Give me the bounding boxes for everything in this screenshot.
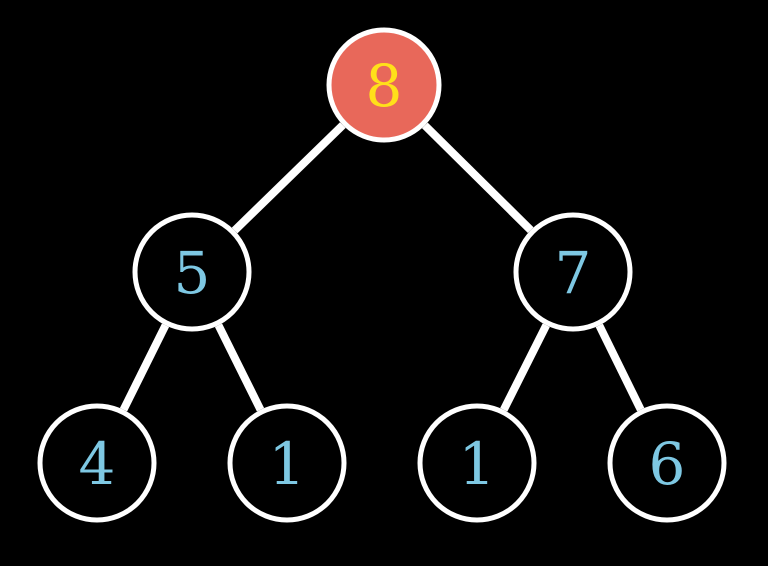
tree-node-1-left-circle[interactable]: [227, 403, 347, 523]
tree-node-1-right-circle[interactable]: [417, 403, 537, 523]
tree-node-layer: 8 5 7 4 1 1 6: [37, 27, 727, 523]
tree-edge-7-6: [595, 323, 645, 412]
tree-node-7-circle[interactable]: [513, 212, 633, 332]
tree-node-6[interactable]: 6: [607, 403, 727, 523]
tree-node-5-circle[interactable]: [132, 212, 252, 332]
tree-edge-layer: [119, 122, 645, 412]
tree-node-5[interactable]: 5: [132, 212, 252, 332]
tree-node-7-label: 7: [555, 239, 592, 307]
tree-edge-5-4: [119, 323, 170, 412]
tree-node-1-right-label: 1: [459, 430, 496, 498]
tree-node-4[interactable]: 4: [37, 403, 157, 523]
tree-edge-8-5: [231, 122, 346, 234]
tree-node-1-right[interactable]: 1: [417, 403, 537, 523]
tree-node-6-label: 6: [649, 430, 686, 498]
tree-node-7[interactable]: 7: [513, 212, 633, 332]
tree-node-5-label: 5: [174, 239, 211, 307]
tree-edge-7-1: [500, 323, 550, 412]
tree-edge-8-7: [422, 122, 534, 233]
tree-node-4-label: 4: [79, 430, 116, 498]
tree-node-6-circle[interactable]: [607, 403, 727, 523]
tree-node-8-root-label: 8: [366, 52, 403, 120]
tree-node-8-root-circle[interactable]: [326, 27, 442, 143]
tree-node-4-circle[interactable]: [37, 403, 157, 523]
tree-node-1-left-label: 1: [269, 430, 306, 498]
tree-node-1-left[interactable]: 1: [227, 403, 347, 523]
tree-node-8-root[interactable]: 8: [326, 27, 442, 143]
tree-edge-5-1: [214, 323, 265, 412]
